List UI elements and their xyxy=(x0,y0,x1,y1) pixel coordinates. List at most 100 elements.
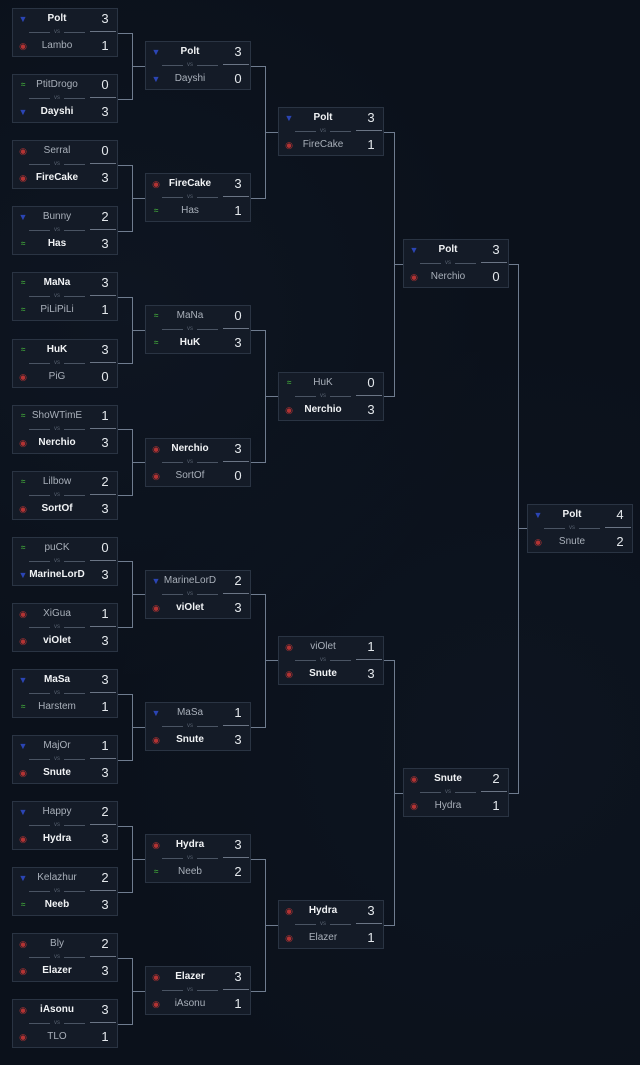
player-name[interactable]: Bunny xyxy=(42,211,72,222)
player-name[interactable]: Hydra xyxy=(434,800,462,811)
player-name[interactable]: Polt xyxy=(47,13,67,24)
player-name[interactable]: Hydra xyxy=(42,833,72,844)
player-name[interactable]: Polt xyxy=(438,244,458,255)
player-name[interactable]: Polt xyxy=(562,509,582,520)
player-name[interactable]: Lilbow xyxy=(42,476,72,487)
player-name[interactable]: Polt xyxy=(180,46,200,57)
player-name[interactable]: MaNa xyxy=(176,310,204,321)
player-name[interactable]: Hydra xyxy=(175,839,205,850)
player-name[interactable]: Nerchio xyxy=(38,437,76,448)
player-name[interactable]: TLO xyxy=(47,1031,67,1042)
player-name[interactable]: Hydra xyxy=(308,905,338,916)
player-name[interactable]: HuK xyxy=(179,337,201,348)
player-name[interactable]: Polt xyxy=(313,112,333,123)
player-name[interactable]: XiGua xyxy=(43,608,71,619)
player-name[interactable]: Happy xyxy=(42,806,72,817)
player-name[interactable]: Snute xyxy=(309,668,337,679)
player-name[interactable]: MarineLorD xyxy=(163,575,217,586)
player-name[interactable]: Snute xyxy=(43,767,71,778)
player-name[interactable]: Lambo xyxy=(41,40,73,51)
player-name[interactable]: FireCake xyxy=(168,178,212,189)
player-name[interactable]: viOlet xyxy=(176,602,204,613)
player-name[interactable]: Harstem xyxy=(38,701,76,712)
player-name[interactable]: MarineLorD xyxy=(29,569,85,580)
player-name[interactable]: MaNa xyxy=(43,277,71,288)
player-name[interactable]: Nerchio xyxy=(304,404,342,415)
player-name[interactable]: Has xyxy=(47,238,67,249)
player-name[interactable]: MaSa xyxy=(43,674,71,685)
player-name[interactable]: ShoWTimE xyxy=(31,410,83,421)
player-name[interactable]: iAsonu xyxy=(40,1004,74,1015)
player-name[interactable]: Bly xyxy=(50,938,64,949)
player-name[interactable]: Elazer xyxy=(308,932,338,943)
player-name[interactable]: Snute xyxy=(176,734,204,745)
player-name[interactable]: HuK xyxy=(313,377,333,388)
